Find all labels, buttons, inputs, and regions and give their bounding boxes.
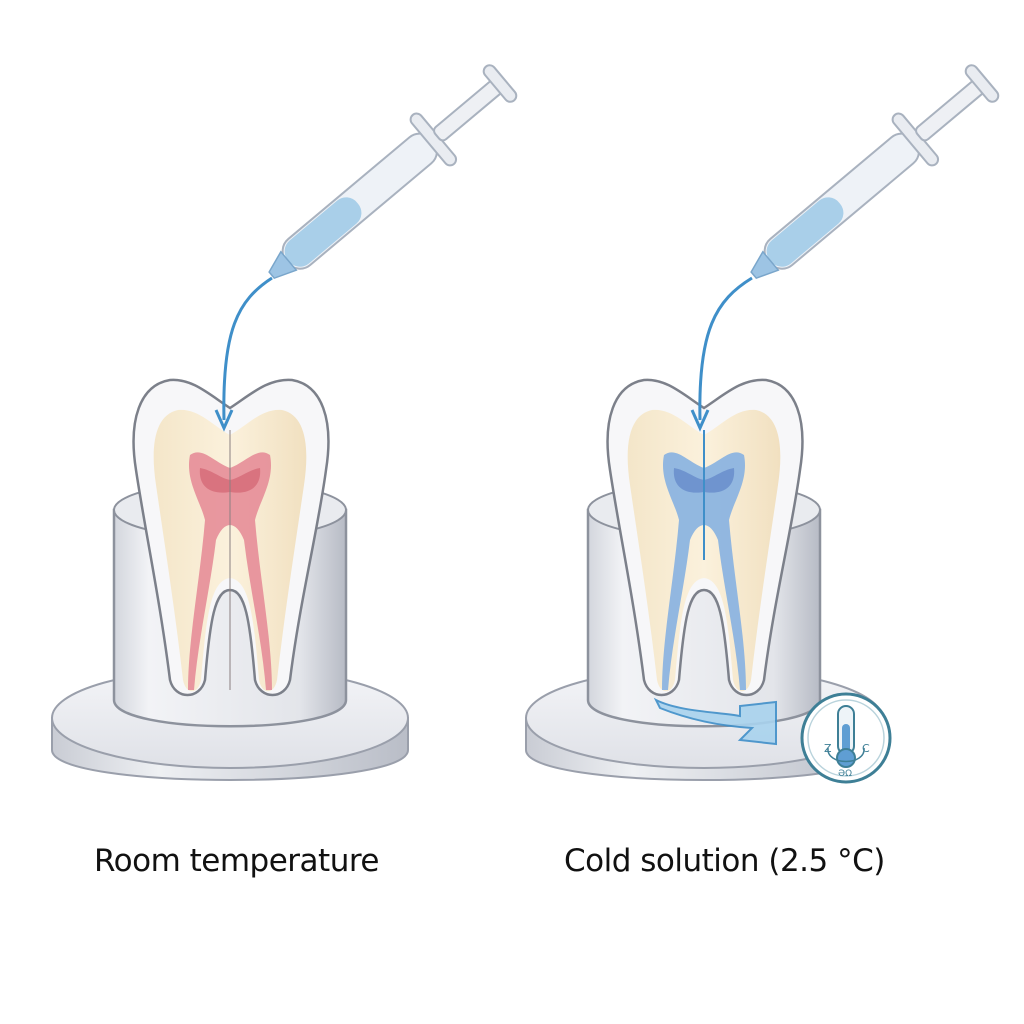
tooth-icon — [606, 378, 804, 697]
caption-room-temperature: Room temperature — [94, 843, 380, 879]
flow-arrow-icon — [698, 276, 753, 421]
tooth-icon — [132, 378, 330, 697]
thermometer-icon: Z C ƏΩ — [800, 692, 892, 784]
outflow-arrow-icon — [653, 697, 777, 746]
flow-arrow-icon — [222, 276, 273, 421]
svg-text:C: C — [862, 742, 870, 755]
syringe-icon — [750, 64, 1000, 280]
svg-text:Z: Z — [824, 742, 832, 755]
caption-cold-solution: Cold solution (2.5 °C) — [564, 843, 885, 879]
panel-room-temperature — [51, 64, 518, 781]
svg-text:ƏΩ: ƏΩ — [838, 769, 852, 779]
panel-cold-solution: Z C ƏΩ — [525, 64, 1000, 784]
syringe-icon — [268, 64, 518, 280]
